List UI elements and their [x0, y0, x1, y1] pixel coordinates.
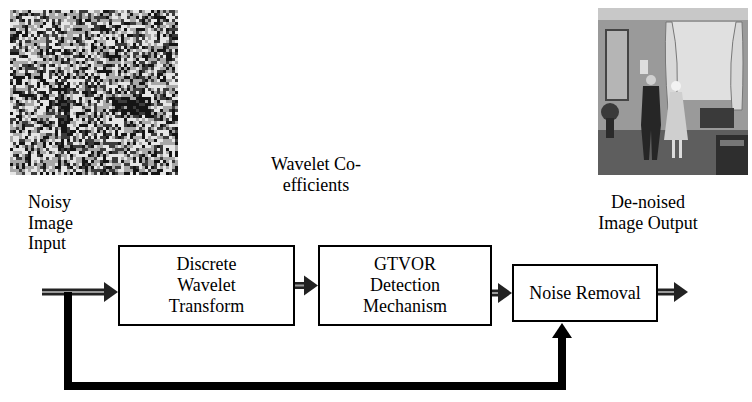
input-arrow-shade — [42, 291, 112, 293]
box-text: Discrete Wavelet Transform — [147, 254, 267, 316]
process-box: Noise Removal — [512, 264, 658, 322]
noise-pixels — [10, 10, 178, 175]
process-box: GTVOR Detection Mechanism — [318, 245, 492, 326]
photo-stand — [606, 118, 614, 138]
noisy-image-ground — [10, 10, 178, 175]
photo-woman — [664, 92, 688, 140]
flow-arrow — [295, 276, 318, 296]
signal-label: De-noised Image Output — [598, 192, 698, 233]
noise-pixels — [10, 10, 178, 175]
photo-curtain — [731, 22, 743, 110]
output-arrow-shade — [658, 291, 676, 293]
photo-door — [606, 30, 628, 100]
process-box: Discrete Wavelet Transform — [118, 245, 295, 326]
signal-label: Noisy Image Input — [28, 192, 90, 254]
box-text: GTVOR Detection Mechanism — [345, 254, 465, 316]
output-arrow-line — [658, 289, 676, 296]
photo-table — [716, 135, 748, 175]
arrow-head — [498, 283, 512, 303]
output-arrow-head — [674, 282, 688, 302]
input-arrow-head — [104, 282, 118, 302]
photo-woman-head — [671, 81, 681, 91]
box-text: Noise Removal — [529, 283, 640, 304]
noise-pixels — [10, 10, 178, 175]
photo-ceiling — [598, 8, 748, 20]
arrow-head — [304, 276, 318, 296]
photo-woman-leg — [672, 140, 675, 158]
photo-picture — [640, 60, 648, 74]
photo-table-edge — [720, 140, 744, 146]
photo-desk — [700, 108, 734, 128]
input-arrow-line — [42, 289, 112, 296]
noisy-image — [10, 10, 178, 175]
photo-man — [641, 86, 661, 160]
photo-man-head — [646, 75, 656, 85]
noise-pixels — [10, 10, 178, 175]
photo-window — [672, 22, 736, 100]
photo-woman-leg — [679, 140, 682, 158]
flow-arrow — [492, 283, 512, 303]
photo-wall — [598, 8, 748, 175]
denoised-photo — [598, 8, 748, 175]
signal-label: Wavelet Co-efficients — [258, 154, 374, 195]
feedback-arrow-head — [552, 323, 572, 338]
